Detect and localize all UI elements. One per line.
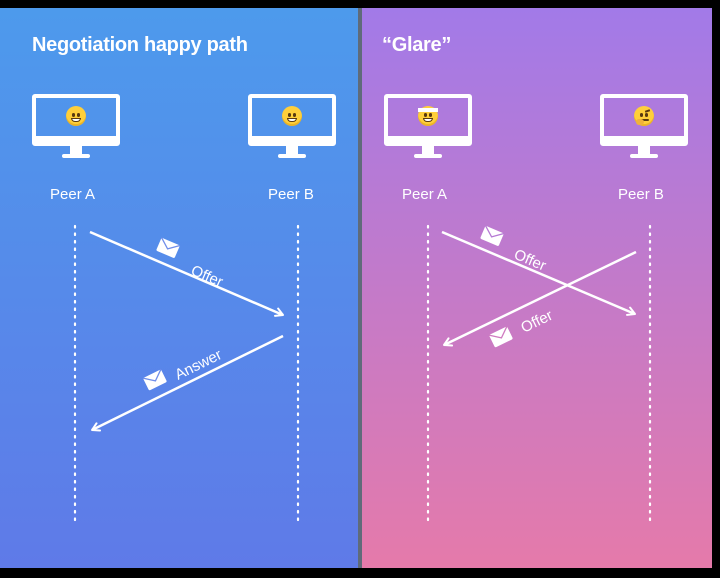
peer-a-label: Peer A bbox=[402, 186, 448, 203]
envelope-icon bbox=[488, 326, 513, 348]
panel-divider bbox=[358, 8, 362, 568]
monitor-icon bbox=[384, 94, 472, 146]
peer-b-monitor bbox=[600, 94, 688, 166]
monitor-icon bbox=[32, 94, 120, 146]
offer-arrow-a-to-b bbox=[441, 230, 636, 316]
exploding-head-icon bbox=[418, 106, 438, 126]
grinning-face-icon bbox=[282, 106, 302, 126]
peer-b-label: Peer B bbox=[618, 186, 664, 203]
thinking-face-icon bbox=[634, 106, 654, 126]
answer-arrow bbox=[91, 334, 284, 432]
envelope-icon bbox=[142, 369, 167, 391]
happy-path-sequence: Offer Answer bbox=[73, 224, 300, 528]
peer-b-label: Peer B bbox=[268, 186, 314, 203]
panel-title: Negotiation happy path bbox=[32, 34, 248, 56]
offer-arrow-b-to-a bbox=[443, 250, 637, 347]
panel-title: “Glare” bbox=[382, 34, 452, 56]
peer-a-label: Peer A bbox=[50, 186, 96, 203]
offer-arrow bbox=[89, 230, 284, 317]
peer-b-monitor bbox=[248, 94, 336, 166]
happy-path-panel: Negotiation happy path Peer A Peer B Off… bbox=[0, 8, 358, 568]
glare-sequence: Offer Offer bbox=[426, 224, 652, 528]
monitor-icon bbox=[248, 94, 336, 146]
envelope-icon bbox=[156, 237, 181, 258]
peer-a-monitor bbox=[32, 94, 120, 166]
envelope-icon bbox=[480, 225, 505, 246]
offer-label: Offer bbox=[188, 262, 225, 291]
offer-label-b-to-a: Offer bbox=[518, 307, 555, 337]
grinning-face-icon bbox=[66, 106, 86, 126]
peer-a-monitor bbox=[384, 94, 472, 166]
glare-panel: “Glare” Peer A Peer B Offe bbox=[362, 8, 712, 568]
monitor-icon bbox=[600, 94, 688, 146]
